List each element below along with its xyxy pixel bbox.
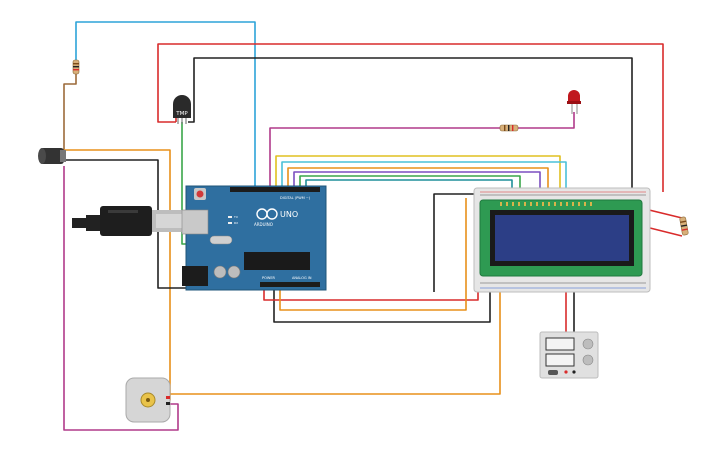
tx-label: TX (233, 215, 238, 219)
analog-label: ANALOG IN (292, 276, 312, 280)
wire-black-gnd[interactable] (273, 288, 491, 323)
resistor-mid[interactable] (499, 124, 519, 132)
led-red[interactable] (567, 90, 581, 114)
wire-brown[interactable] (63, 72, 77, 150)
rx-label: RX (234, 221, 238, 225)
wire-orange-jack[interactable] (64, 149, 171, 401)
wire-orange-pot[interactable] (279, 198, 467, 311)
power-label: POWER (262, 276, 276, 280)
wire-orange-motor[interactable] (168, 292, 501, 395)
wire-magenta-led[interactable] (269, 127, 500, 190)
wire-blue[interactable] (75, 21, 256, 190)
usb-plug[interactable] (72, 206, 186, 236)
tmp-sensor[interactable]: TMP (173, 95, 191, 124)
breadboard-holes (480, 194, 646, 284)
resistor-right[interactable] (679, 216, 689, 236)
wire-red-top[interactable] (157, 43, 664, 192)
wire-purple-lcd[interactable] (293, 171, 541, 202)
wire-orange-lcd[interactable] (287, 167, 549, 202)
digital-label: DIGITAL (PWM ~) (280, 196, 311, 200)
wire-red-right2[interactable] (649, 227, 683, 237)
barrel-jack[interactable] (38, 148, 66, 164)
wire-magenta-led2[interactable] (518, 112, 575, 129)
dc-motor[interactable] (125, 377, 171, 423)
wire-red-5v[interactable] (263, 288, 479, 301)
switch-module[interactable] (539, 331, 599, 379)
board-model: UNO (280, 210, 298, 219)
wire-cyan-lcd[interactable] (281, 161, 567, 202)
wire-black-gnd2[interactable] (433, 193, 490, 292)
arduino-uno[interactable]: UNO ARDUINO DIGITAL (PWM ~) POWER ANALOG… (181, 185, 327, 291)
board-brand: ARDUINO (254, 222, 273, 227)
tmp-label: TMP (175, 111, 188, 117)
lcd-pins (500, 202, 592, 206)
wire-magenta-motor[interactable] (63, 166, 179, 431)
wire-black-top[interactable] (188, 57, 633, 192)
wire-yellow-lcd[interactable] (275, 155, 561, 202)
lcd-16x2[interactable] (479, 199, 643, 277)
resistor-top[interactable] (72, 59, 80, 75)
